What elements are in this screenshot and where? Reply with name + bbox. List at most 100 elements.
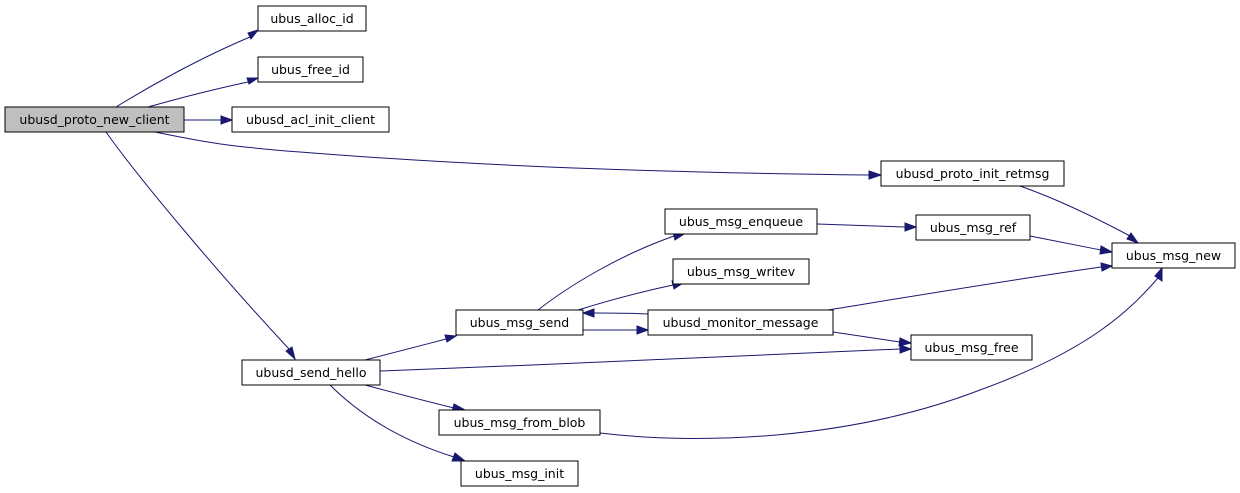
node-ubus-msg-init[interactable]: ubus_msg_init (460, 460, 579, 487)
node-label: ubusd_acl_init_client (246, 112, 375, 127)
edge-ubusd_proto_new_client-to-ubus_free_id (147, 77, 260, 108)
node-ubus-free-id[interactable]: ubus_free_id (257, 56, 364, 83)
edge-line (105, 131, 290, 350)
node-box[interactable] (672, 258, 810, 285)
node-label: ubus_msg_enqueue (679, 214, 803, 229)
node-label: ubus_msg_writev (687, 264, 796, 279)
node-ubusd-proto-init-retmsg[interactable]: ubusd_proto_init_retmsg (880, 160, 1065, 187)
arrowhead-icon (899, 344, 913, 354)
edge-ubus_msg_ref-to-ubus_msg_new (1029, 235, 1114, 255)
arrowhead-icon (1126, 232, 1140, 245)
edge-ubusd_proto_new_client-to-ubusd_send_hello (105, 131, 296, 361)
node-label: ubusd_proto_init_retmsg (896, 166, 1050, 181)
edge-ubusd_monitor_message-to-ubus_msg_free (832, 331, 913, 347)
arrowhead-icon (285, 346, 296, 361)
arrowhead-icon (868, 170, 883, 180)
edge-ubusd_monitor_message-to-ubus_msg_new (827, 262, 1114, 311)
node-ubus-msg-writev[interactable]: ubus_msg_writev (672, 258, 810, 285)
edge-ubusd_monitor_message-to-ubus_msg_send (581, 308, 649, 318)
edge-line (115, 36, 251, 108)
node-ubusd-proto-new-client[interactable]: ubusd_proto_new_client (4, 106, 185, 133)
node-label: ubus_free_id (271, 62, 350, 77)
node-box[interactable] (880, 160, 1065, 187)
node-box[interactable] (4, 106, 185, 133)
edge-ubus_msg_send-to-ubus_msg_enqueue (537, 231, 686, 311)
arrowhead-icon (444, 334, 458, 343)
edge-ubus_msg_from_blob-to-ubus_msg_new (599, 266, 1163, 439)
edge-line (364, 338, 447, 361)
node-label: ubus_msg_from_blob (454, 415, 586, 430)
arrowhead-icon (904, 222, 918, 232)
edge-line (577, 284, 674, 311)
edge-ubus_msg_enqueue-to-ubus_msg_ref (816, 222, 918, 232)
node-box[interactable] (915, 214, 1031, 241)
edge-ubusd_proto_init_retmsg-to-ubus_msg_new (1019, 185, 1140, 245)
edge-line (599, 277, 1159, 439)
arrowhead-icon (1099, 245, 1114, 255)
node-label: ubus_alloc_id (270, 11, 353, 26)
arrowhead-icon (581, 308, 595, 318)
arrowhead-icon (898, 337, 913, 347)
edge-ubusd_send_hello-to-ubus_msg_from_blob (364, 384, 467, 413)
node-label: ubus_msg_send (470, 315, 569, 330)
edge-ubusd_proto_new_client-to-ubusd_acl_init_client (184, 115, 234, 125)
edge-line (816, 223, 906, 228)
node-label: ubus_msg_free (924, 340, 1018, 355)
node-ubus-msg-send[interactable]: ubus_msg_send (455, 309, 584, 336)
edge-ubus_msg_send-to-ubusd_monitor_message (583, 325, 650, 335)
edge-line (827, 266, 1102, 311)
node-box[interactable] (455, 309, 584, 336)
node-label: ubusd_proto_new_client (19, 112, 169, 127)
arrowhead-icon (1100, 262, 1114, 272)
edge-line (1029, 235, 1102, 251)
node-label: ubus_msg_new (1126, 248, 1221, 263)
node-ubus-alloc-id[interactable]: ubus_alloc_id (257, 5, 367, 32)
edge-ubusd_send_hello-to-ubus_msg_init (329, 384, 467, 462)
node-box[interactable] (647, 309, 834, 336)
node-box[interactable] (910, 334, 1033, 361)
arrowhead-icon (1154, 266, 1163, 282)
node-box[interactable] (231, 106, 390, 133)
edge-ubus_msg_send-to-ubus_msg_writev (577, 280, 685, 311)
edge-line (832, 331, 901, 343)
node-box[interactable] (1111, 242, 1236, 269)
node-box[interactable] (257, 56, 364, 83)
node-ubus-msg-enqueue[interactable]: ubus_msg_enqueue (664, 208, 818, 235)
edge-ubusd_proto_new_client-to-ubusd_proto_init_retmsg (154, 131, 883, 180)
node-label: ubus_msg_ref (930, 220, 1017, 235)
node-label: ubusd_monitor_message (663, 315, 819, 330)
node-box[interactable] (257, 5, 367, 32)
edge-line (593, 312, 649, 315)
node-ubusd-monitor-message[interactable]: ubusd_monitor_message (647, 309, 834, 336)
edge-ubusd_proto_new_client-to-ubus_alloc_id (115, 29, 260, 108)
arrowhead-icon (451, 452, 467, 462)
edge-line (364, 384, 455, 409)
arrowhead-icon (220, 115, 234, 125)
edge-line (379, 348, 901, 372)
node-box[interactable] (438, 409, 601, 436)
edge-line (329, 384, 455, 458)
edge-line (1019, 185, 1131, 237)
node-ubus-msg-ref[interactable]: ubus_msg_ref (915, 214, 1031, 241)
edge-line (154, 131, 870, 176)
node-label: ubusd_send_hello (256, 365, 367, 380)
edges (105, 29, 1163, 462)
edge-ubusd_send_hello-to-ubus_msg_free (379, 344, 913, 372)
node-box[interactable] (241, 359, 381, 386)
arrowhead-icon (636, 325, 650, 335)
arrowhead-icon (246, 77, 260, 85)
node-box[interactable] (664, 208, 818, 235)
edge-line (537, 235, 675, 311)
node-ubus-msg-new[interactable]: ubus_msg_new (1111, 242, 1236, 269)
node-ubusd-acl-init-client[interactable]: ubusd_acl_init_client (231, 106, 390, 133)
node-ubus-msg-from-blob[interactable]: ubus_msg_from_blob (438, 409, 601, 436)
arrowhead-icon (247, 29, 260, 40)
node-ubus-msg-free[interactable]: ubus_msg_free (910, 334, 1033, 361)
node-box[interactable] (460, 460, 579, 487)
node-label: ubus_msg_init (475, 466, 564, 481)
nodes: ubusd_proto_new_client ubus_alloc_id ubus_… (4, 5, 1236, 487)
edge-line (147, 81, 249, 108)
edge-ubusd_send_hello-to-ubus_msg_send (364, 334, 458, 361)
node-ubusd-send-hello[interactable]: ubusd_send_hello (241, 359, 381, 386)
